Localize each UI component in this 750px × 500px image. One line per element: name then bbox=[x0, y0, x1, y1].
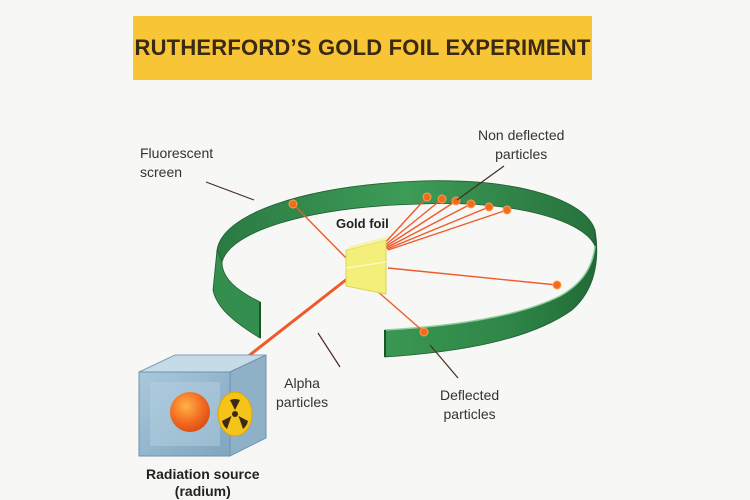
page-title: RUTHERFORD’S GOLD FOIL EXPERIMENT bbox=[134, 35, 591, 60]
alpha-beam bbox=[236, 270, 357, 367]
impact-dots bbox=[288, 192, 562, 337]
title-banner: RUTHERFORD’S GOLD FOIL EXPERIMENT bbox=[133, 16, 592, 80]
label-non-deflected-particles: Non deflected particles bbox=[478, 127, 565, 162]
non-deflected-rays bbox=[382, 196, 508, 251]
fluorescent-screen bbox=[212, 180, 598, 358]
leader-lines bbox=[205, 165, 505, 379]
label-alpha-particles: Alpha particles bbox=[276, 375, 329, 410]
label-fluorescent-screen: Fluorescent screen bbox=[140, 145, 214, 180]
label-deflected-particles: Deflected particles bbox=[440, 387, 500, 422]
radium-sphere-icon bbox=[170, 392, 210, 432]
gold-foil bbox=[345, 236, 390, 295]
label-gold-foil: Gold foil bbox=[336, 216, 389, 231]
radiation-trefoil-icon bbox=[217, 391, 253, 437]
label-radiation-source: Radiation source (radium) bbox=[146, 466, 260, 499]
